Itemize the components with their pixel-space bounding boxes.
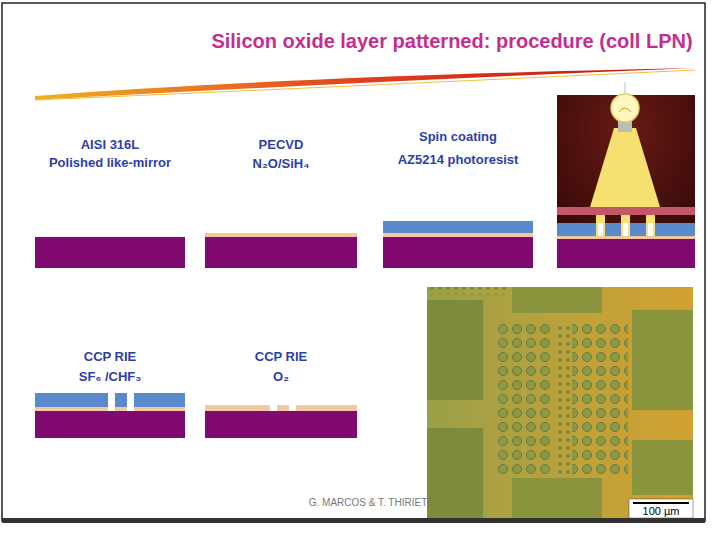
step-label: Polished like-mirror	[49, 156, 171, 170]
slide-title: Silicon oxide layer patterned: procedure…	[211, 30, 692, 52]
step-label: SF₆ /CHF₃	[79, 370, 141, 384]
step-label: PECVD	[259, 138, 304, 152]
step-label: Spin coating	[419, 130, 497, 144]
step-label: CCP RIE	[255, 350, 308, 364]
step-label: AISI 316L	[81, 138, 140, 152]
step-label: N₂O/SiH₄	[253, 157, 310, 171]
scale-bar-label: 100 µm	[643, 505, 680, 517]
step-label: AZ5214 photoresist	[398, 153, 519, 167]
step-label: O₂	[273, 370, 289, 384]
author-footer: G. MARCOS & T. THIRIET	[309, 497, 428, 508]
step-label: CCP RIE	[84, 350, 137, 364]
